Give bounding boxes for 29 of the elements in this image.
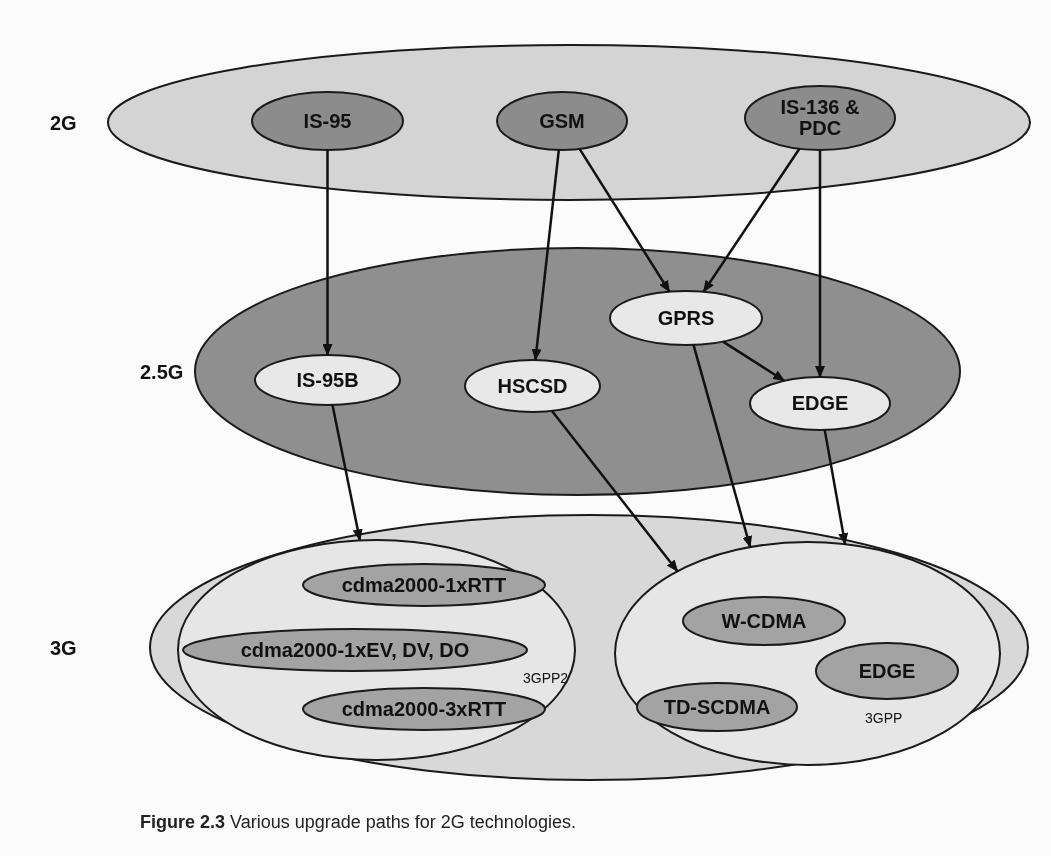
technology-label: IS-136 & PDC [779,97,861,139]
arrow [692,344,753,549]
arrow [531,149,561,361]
technology-label: IS-95B [296,369,359,391]
arrow [331,404,363,542]
group-label: 3GPP [865,710,903,726]
technology-label: HSCSD [497,375,568,397]
technology-label: EDGE [791,393,849,414]
group-label: 3GPP2 [523,670,569,686]
technology-label: cdma2000-1xRTT [341,574,507,596]
arrow [322,150,333,356]
arrow [702,148,801,293]
technology-label: TD-SCDMA [663,696,771,718]
technology-label: EDGE [858,660,916,682]
technology-label: GPRS [657,307,715,329]
arrow [722,340,786,382]
tier-label: 2G [50,111,77,134]
technology-label: IS-95 [303,110,352,132]
figure-caption: Figure 2.3 Various upgrade paths for 2G technologies. [140,812,576,833]
technology-label: W-CDMA [721,610,807,632]
arrow [815,150,825,378]
arrow [823,429,849,546]
arrow [551,410,679,573]
technology-label: cdma2000-1xEV, DV, DO [240,639,470,661]
technology-label: GSM [539,110,585,132]
tier-label: 2.5G [140,360,184,383]
technology-label: cdma2000-3xRTT [341,698,507,720]
tier-label: 3G [50,636,77,659]
arrow [578,148,671,293]
